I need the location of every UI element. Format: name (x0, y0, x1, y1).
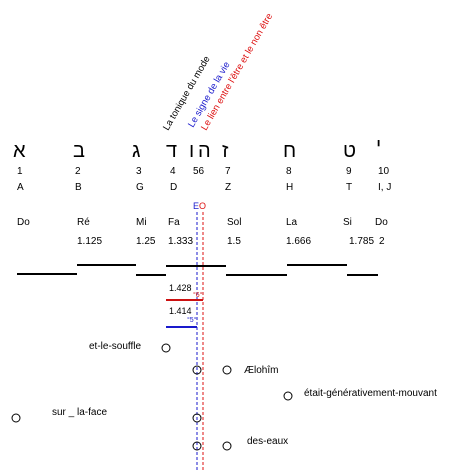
word-souffle: et-le-souffle (89, 341, 142, 352)
note-do: Do (17, 217, 30, 228)
word-elohim: Ælohîm (244, 365, 278, 376)
number-2: 2 (75, 166, 81, 177)
latin-IJ: I, J (378, 182, 391, 193)
number-1: 1 (17, 166, 23, 177)
hebrew-letter-vav: ו (189, 140, 194, 162)
hebrew-letter-dalet: ד (166, 140, 177, 162)
latin-T: T (346, 182, 352, 193)
number-8: 8 (286, 166, 292, 177)
hebrew-letter-row: א ב ג ד ו ה ז ח ט י (13, 135, 381, 162)
marker-circle-eaux (222, 441, 232, 451)
word-mouvant: était-générativement-mouvant (304, 388, 437, 399)
being-link-label: Le lien entre l'être et le non être (199, 12, 275, 133)
ratio-si: 1.785 (349, 236, 374, 247)
interval-red-value: 1.428 (169, 283, 192, 293)
latin-B: B (75, 182, 82, 193)
hebrew-letter-tet: ט (343, 140, 356, 162)
ratio-row: 1.125 1.25 1.333 1.5 1.666 1.785 2 (77, 236, 385, 247)
marker-E: E (193, 201, 199, 211)
note-row: Do Ré Mi Fa Sol La Si Do (17, 217, 388, 228)
number-row: 1 2 3 4 56 7 8 9 10 (17, 166, 390, 177)
marker-circle-elohim (222, 365, 232, 375)
word-labels: et-le-souffle Ælohîm était-générativemen… (52, 341, 437, 447)
number-7: 7 (225, 166, 231, 177)
latin-A: A (17, 182, 24, 193)
ratio-fa: 1.333 (168, 236, 193, 247)
word-des-eaux: des-eaux (247, 436, 288, 447)
word-sur-la-face: sur _ la-face (52, 407, 107, 418)
note-mi: Mi (136, 217, 147, 228)
interval-red-label: °6° (193, 291, 203, 299)
number-56: 56 (193, 166, 205, 177)
marker-circle-guide-2 (192, 413, 202, 423)
note-fa: Fa (168, 217, 180, 228)
interval-blue-value: 1.414 (169, 306, 192, 316)
number-10: 10 (378, 166, 390, 177)
latin-D: D (170, 182, 177, 193)
marker-O: O (199, 201, 206, 211)
note-la: La (286, 217, 298, 228)
marker-circle-sur (11, 413, 21, 423)
marker-circle-souffle (161, 343, 171, 353)
ratio-re: 1.125 (77, 236, 102, 247)
marker-circle-mouvant (283, 391, 293, 401)
marker-circle-guide-1 (192, 365, 202, 375)
note-si: Si (343, 217, 352, 228)
ratio-do: 2 (379, 236, 385, 247)
number-3: 3 (136, 166, 142, 177)
hebrew-letter-bet: ב (73, 140, 85, 162)
ratio-sol: 1.5 (227, 236, 241, 247)
hebrew-letter-zayin: ז (222, 140, 229, 162)
number-4: 4 (170, 166, 176, 177)
latin-G: G (136, 182, 144, 193)
note-sol: Sol (227, 217, 241, 228)
number-9: 9 (346, 166, 352, 177)
interval-blue-label: °5° (187, 316, 197, 324)
latin-letter-row: A B G D Z H T I, J (17, 182, 391, 193)
scale-steps (17, 264, 378, 276)
ratio-mi: 1.25 (136, 236, 156, 247)
word-markers (11, 343, 293, 451)
latin-Z: Z (225, 182, 231, 193)
note-re: Ré (77, 217, 90, 228)
hebrew-letter-gimel: ג (132, 140, 140, 162)
hebrew-letter-he: ה (198, 140, 211, 162)
ratio-la: 1.666 (286, 236, 311, 247)
hebrew-letter-yod: י (376, 135, 381, 157)
marker-circle-guide-3 (192, 441, 202, 451)
hebrew-letter-aleph: א (13, 140, 26, 162)
note-do-octave: Do (375, 217, 388, 228)
latin-H: H (286, 182, 293, 193)
hebrew-letter-het: ח (283, 140, 296, 162)
